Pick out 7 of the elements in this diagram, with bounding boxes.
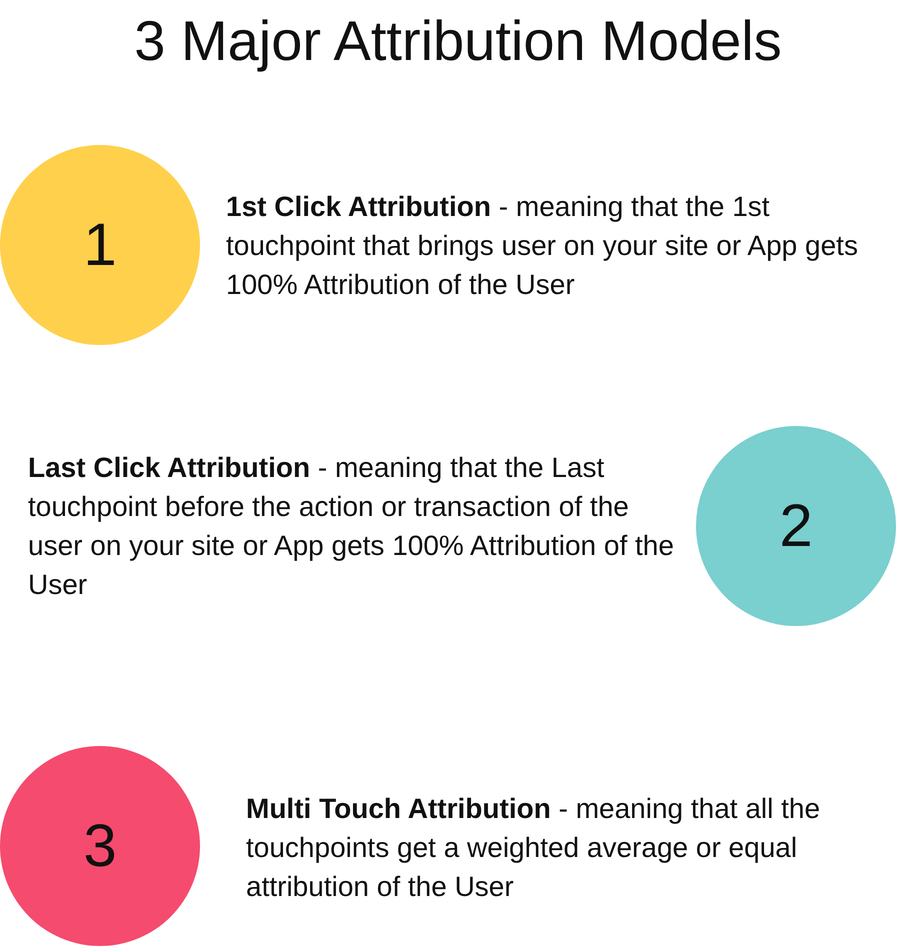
description-text: Multi Touch Attribution - meaning that all the touchpoints get a weighted average or equal attribution of the User [246,792,822,904]
step-number: 2 [779,491,813,561]
description-text: Last Click Attribution - meaning that the Last touchpoint before the action or transaction of the user on your site or App gets 100% Attribution of the User [28,451,675,602]
description-text: 1st Click Attribution - meaning that the 1st touchpoint that brings user on your site or App gets 100% Attribution of the User [226,190,859,302]
step-number: 1 [83,210,117,280]
title: 3 Major Attribution Models [133,8,783,74]
step-number: 3 [83,811,117,881]
